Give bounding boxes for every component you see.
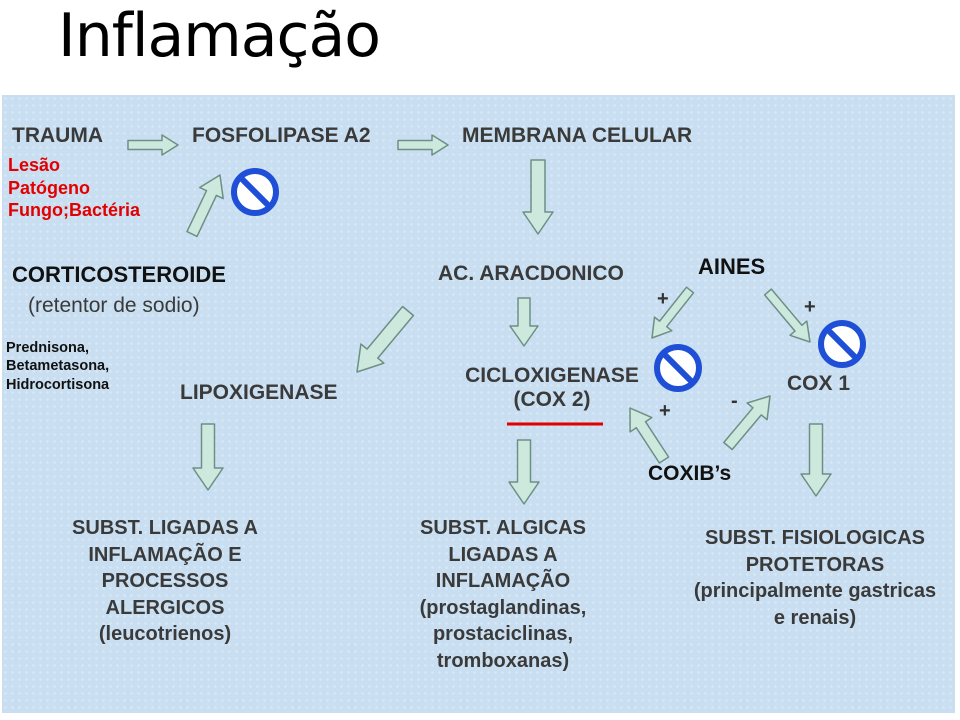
node-corticosteroide: CORTICOSTEROIDE <box>12 262 226 287</box>
arrow-aracdonico-lipoxigenase <box>356 305 415 373</box>
page-title: Inflamação <box>58 1 381 71</box>
node-coxibs: COXIB’s <box>648 462 732 485</box>
subst-fisiologicas-line: (principalmente gastricas <box>693 580 937 603</box>
prohibit-icon <box>231 168 279 216</box>
sign-aines-cox2: + <box>657 288 669 310</box>
arrow-coxibs-cicloxigenase <box>629 407 670 464</box>
sign-coxibs-cox2: + <box>659 400 671 422</box>
drug-betametasona: Betametasona, <box>6 358 110 375</box>
diagram-panel <box>2 95 955 713</box>
subst-algicas-line: INFLAMAÇÃO <box>435 570 571 593</box>
subst-algicas-line: tromboxanas) <box>436 649 570 672</box>
node-subst-fisiologicas: SUBST. FISIOLOGICAS PROTETORAS (principa… <box>680 525 950 631</box>
arrow-cicloxigenase-subst <box>508 439 540 505</box>
node-aines: AINES <box>698 254 766 279</box>
node-subst-ligadas: SUBST. LIGADAS A INFLAMAÇÃO E PROCESSOS … <box>30 515 300 648</box>
node-cicloxigenase: CICLOXIGENASE (COX 2) <box>460 364 644 412</box>
arrow-cox1-subst <box>800 423 832 497</box>
drug-hidrocortisona: Hidrocortisona <box>6 376 110 393</box>
sign-aines-cox1: + <box>804 296 816 318</box>
node-retentor-de-sodio: (retentor de sodio) <box>28 294 200 317</box>
arrow-trauma-fosfolipase <box>127 134 179 156</box>
subst-algicas-line: LIGADAS A <box>448 543 558 566</box>
subst-fisiologicas-line: e renais) <box>773 606 857 629</box>
trigger-list: Lesão Patógeno Fungo;Bactéria <box>8 154 140 222</box>
trigger-lesao: Lesão <box>8 155 61 175</box>
subst-ligadas-line: INFLAMAÇÃO E <box>88 543 242 566</box>
subst-fisiologicas-line: PROTETORAS <box>745 553 885 576</box>
subst-algicas-line: (prostaglandinas, <box>419 596 587 619</box>
arrow-membrana-aracdonico <box>522 159 554 235</box>
trigger-fungo-bacteria: Fungo;Bactéria <box>8 200 141 220</box>
arrow-lipoxigenase-subst <box>192 423 224 491</box>
node-lipoxigenase: LIPOXIGENASE <box>180 381 338 404</box>
node-ac-aracdonico: AC. ARACDONICO <box>438 262 624 285</box>
arrow-aracdonico-cicloxigenase <box>509 297 539 347</box>
node-subst-algicas: SUBST. ALGICAS LIGADAS A INFLAMAÇÃO (pro… <box>368 515 638 675</box>
sign-coxibs-cox1: - <box>731 390 738 412</box>
trigger-patogeno: Patógeno <box>8 177 91 198</box>
subst-ligadas-line: PROCESSOS <box>101 570 229 593</box>
cicloxigenase-label: CICLOXIGENASE <box>465 364 639 387</box>
subst-algicas-line: prostaciclinas, <box>432 623 574 646</box>
arrow-fosfolipase-membrana <box>397 134 449 156</box>
cox2-label: (COX 2) <box>513 387 591 411</box>
arrow-coxibs-cox1 <box>723 395 771 451</box>
drug-list: Prednisona, Betametasona, Hidrocortisona <box>6 339 109 394</box>
node-membrana-celular: MEMBRANA CELULAR <box>462 124 693 147</box>
node-cox1: COX 1 <box>787 372 851 395</box>
node-trauma: TRAUMA <box>12 124 103 147</box>
prohibit-icon <box>818 320 866 368</box>
subst-ligadas-line: (leucotrienos) <box>98 623 232 646</box>
subst-fisiologicas-line: SUBST. FISIOLOGICAS <box>704 527 926 549</box>
arrow-trigger-fosfolipase <box>186 174 224 238</box>
node-fosfolipase: FOSFOLIPASE A2 <box>192 124 371 147</box>
arrow-aines-cicloxigenase <box>651 286 695 339</box>
subst-algicas-line: SUBST. ALGICAS <box>420 517 586 539</box>
drug-prednisona: Prednisona, <box>6 340 89 356</box>
subst-ligadas-line: ALERGICOS <box>105 596 225 619</box>
subst-ligadas-line: SUBST. LIGADAS A <box>72 517 258 539</box>
arrow-aines-cox1 <box>763 288 811 343</box>
prohibit-icon <box>654 344 702 392</box>
